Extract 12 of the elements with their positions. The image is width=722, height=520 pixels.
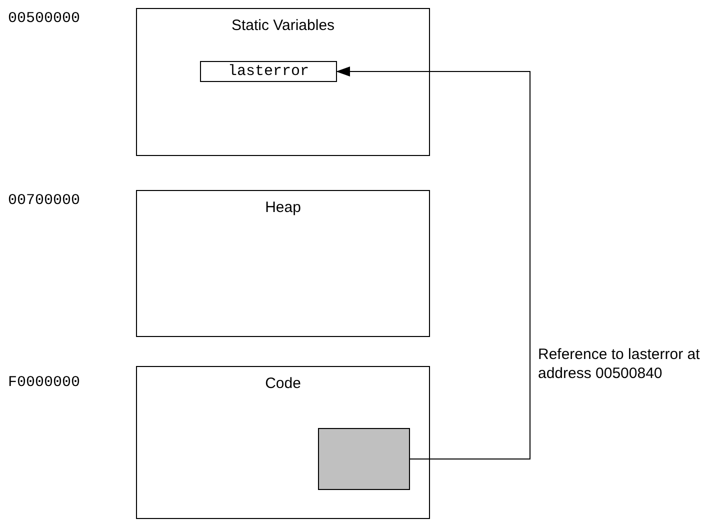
reference-arrow	[336, 66, 530, 460]
memory-region-box	[136, 366, 430, 519]
region-title: Code	[264, 375, 302, 392]
region-title: Heap	[264, 199, 302, 216]
address-label: 00700000	[8, 192, 80, 209]
memory-region-box	[136, 8, 430, 156]
address-label: 00500000	[8, 10, 80, 27]
region-title: Static Variables	[230, 17, 336, 34]
code-block	[318, 428, 410, 490]
memory-region-box	[136, 190, 430, 337]
variable-box: lasterror	[200, 61, 337, 82]
address-label: F0000000	[8, 374, 80, 391]
